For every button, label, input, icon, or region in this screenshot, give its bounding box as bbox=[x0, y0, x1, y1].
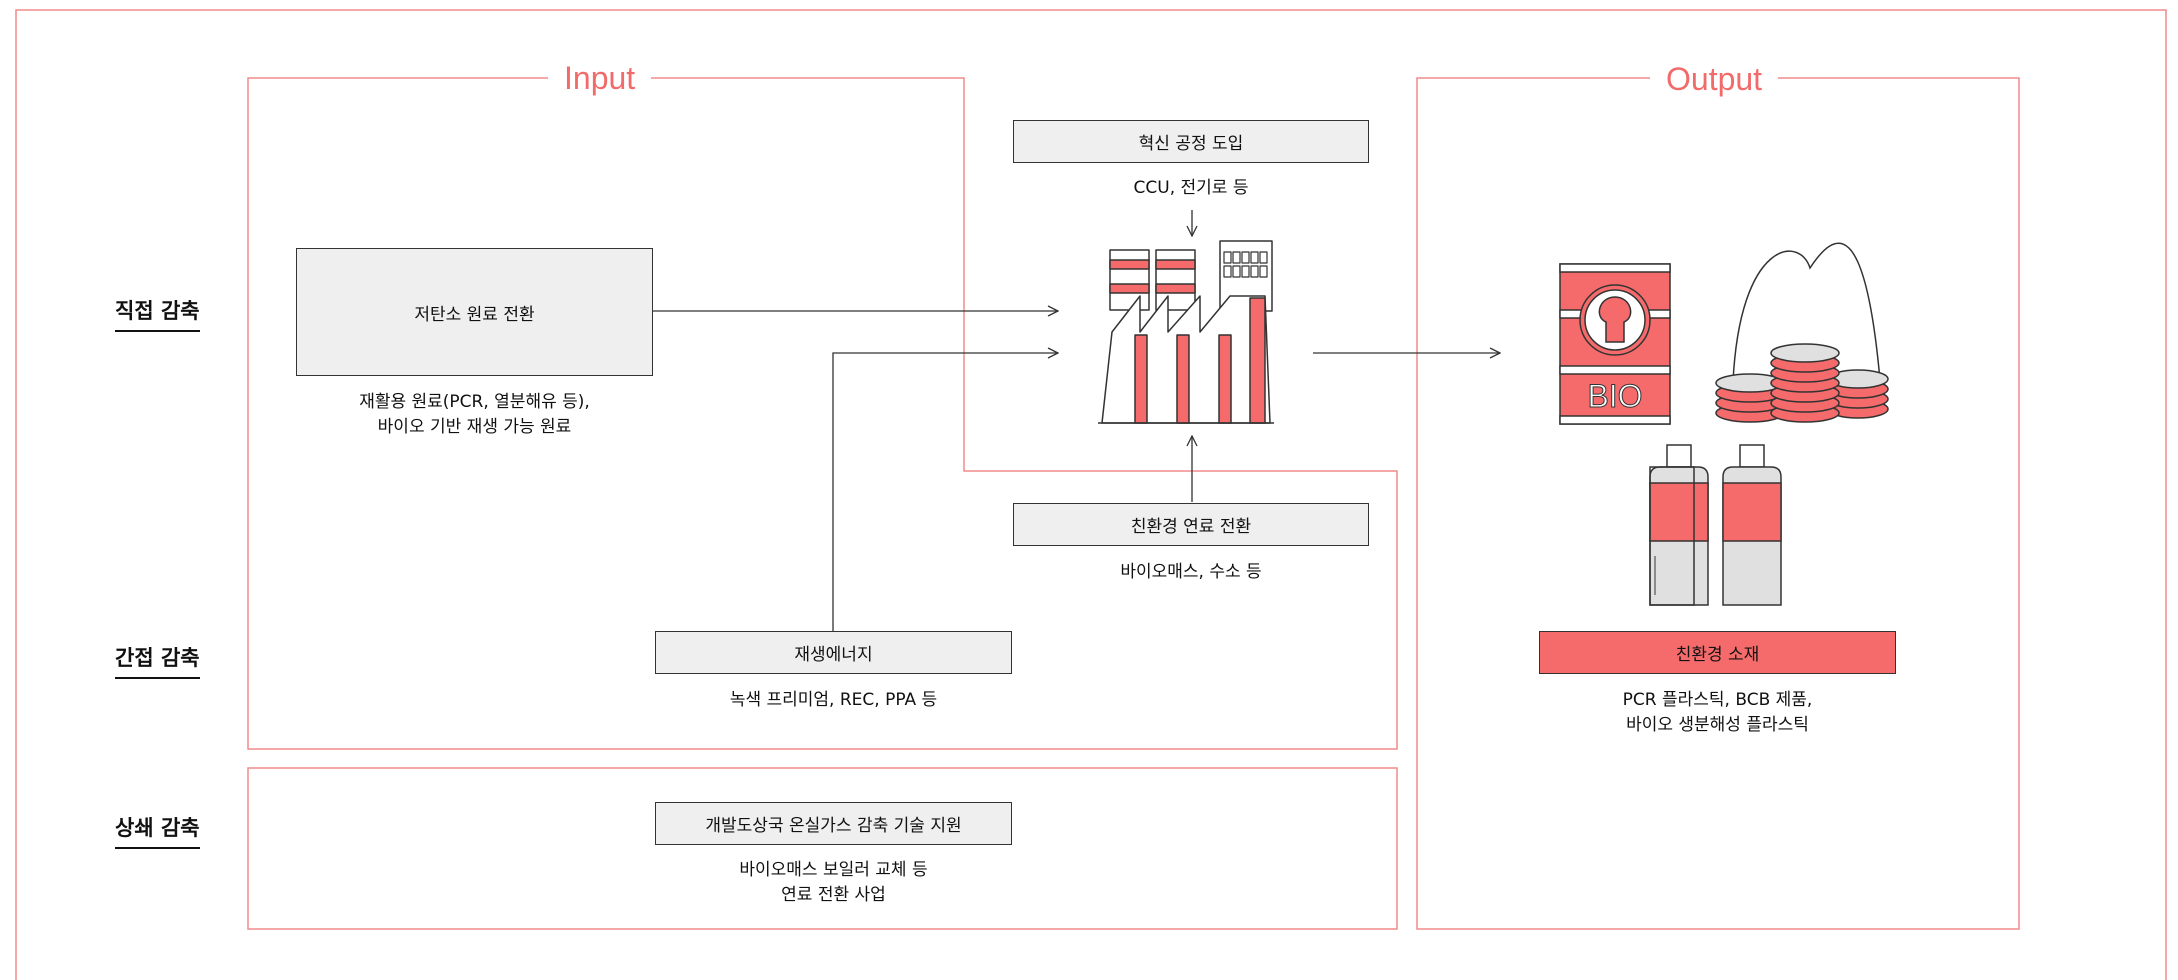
eco-material-desc-line2: 바이오 생분해성 플라스틱 bbox=[1626, 715, 1809, 735]
offset-support-box: 개발도상국 온실가스 감축 기술 지원 bbox=[655, 802, 1012, 845]
bio-barrel-icon bbox=[1559, 263, 1671, 425]
outer-frame bbox=[15, 9, 2167, 980]
offset-frame bbox=[247, 767, 1398, 930]
eco-material-label: 친환경 소재 bbox=[1675, 645, 1760, 665]
output-frame bbox=[1416, 77, 2020, 930]
eco-material-desc: PCR 플라스틱, BCB 제품, 바이오 생분해성 플라스틱 bbox=[1539, 688, 1896, 738]
offset-support-label: 개발도상국 온실가스 감축 기술 지원 bbox=[705, 816, 962, 836]
low-carbon-material-box: 저탄소 원료 전환 bbox=[296, 248, 653, 376]
innovation-process-label: 혁신 공정 도입 bbox=[1138, 134, 1244, 154]
eco-fuel-desc: 바이오매스, 수소 등 bbox=[1120, 562, 1262, 582]
low-carbon-desc-line1: 재활용 원료(PCR, 열분해유 등), bbox=[359, 392, 590, 412]
renewable-energy-label: 재생에너지 bbox=[794, 645, 873, 665]
low-carbon-desc-line2: 바이오 기반 재생 가능 원료 bbox=[377, 417, 572, 437]
output-frame-title: Output bbox=[1650, 59, 1779, 99]
renewable-energy-desc: 녹색 프리미엄, REC, PPA 등 bbox=[729, 690, 938, 710]
eco-fuel-label: 친환경 연료 전환 bbox=[1130, 517, 1252, 537]
offset-reduction-label: 상쇄 감축 bbox=[115, 812, 200, 849]
eco-fuel-box: 친환경 연료 전환 bbox=[1013, 503, 1369, 546]
low-carbon-material-label: 저탄소 원료 전환 bbox=[414, 304, 535, 325]
low-carbon-material-desc: 재활용 원료(PCR, 열분해유 등), 바이오 기반 재생 가능 원료 bbox=[296, 390, 653, 440]
eco-material-desc-line1: PCR 플라스틱, BCB 제품, bbox=[1622, 690, 1813, 710]
arrow-renewable-to-factory bbox=[832, 353, 1058, 631]
barrel-label: BIO bbox=[1587, 378, 1642, 414]
input-frame-title: Input bbox=[548, 58, 652, 98]
offset-desc-line2: 연료 전환 사업 bbox=[781, 885, 886, 905]
plastic-pellets-icon bbox=[1715, 242, 1889, 423]
eco-material-box: 친환경 소재 bbox=[1539, 631, 1896, 674]
input-frame bbox=[247, 77, 1398, 750]
renewable-energy-box: 재생에너지 bbox=[655, 631, 1012, 674]
innovation-process-desc: CCU, 전기로 등 bbox=[1133, 178, 1249, 198]
plastic-bottles-icon bbox=[1649, 444, 1782, 606]
offset-support-desc: 바이오매스 보일러 교체 등 연료 전환 사업 bbox=[655, 858, 1012, 908]
offset-desc-line1: 바이오매스 보일러 교체 등 bbox=[739, 860, 928, 880]
indirect-reduction-label: 간접 감축 bbox=[115, 642, 200, 679]
direct-reduction-label: 직접 감축 bbox=[115, 295, 200, 332]
innovation-process-box: 혁신 공정 도입 bbox=[1013, 120, 1369, 163]
factory-icon bbox=[1098, 240, 1274, 424]
